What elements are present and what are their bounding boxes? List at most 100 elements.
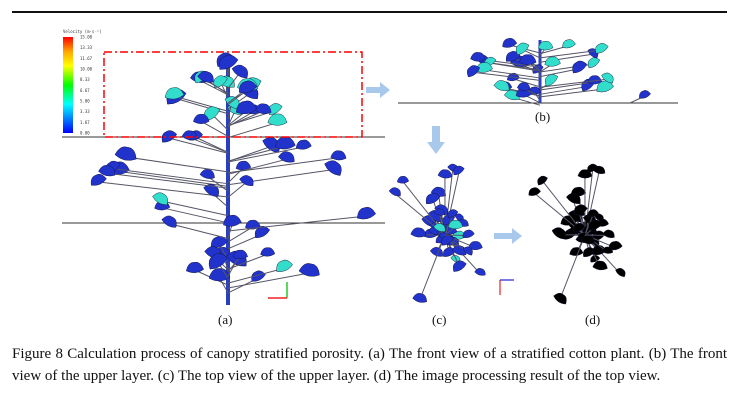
leaf — [566, 192, 581, 204]
leaf — [572, 60, 588, 74]
leaf — [260, 247, 276, 257]
leaf — [232, 249, 248, 260]
leaf — [388, 187, 401, 197]
leaf — [267, 113, 288, 126]
panel-c-top-view — [388, 163, 514, 303]
leaf — [602, 229, 615, 238]
leaf — [152, 192, 168, 206]
leaf — [470, 52, 486, 62]
leaf — [251, 270, 266, 282]
axis-triad-icon — [268, 282, 288, 299]
leaf — [468, 241, 483, 251]
leaf — [298, 263, 320, 277]
panel-d-binary-image — [528, 163, 626, 305]
leaf — [164, 87, 185, 100]
leaf — [235, 100, 258, 115]
panel-a-plant: Velocity (m·s⁻¹) 15.00 13.33 11.67 10.00 8.3… — [62, 29, 385, 305]
leaf — [213, 75, 228, 89]
leaf — [601, 246, 614, 254]
leaf — [186, 261, 204, 273]
leaf — [203, 183, 219, 197]
arrow-right-icon — [366, 82, 390, 98]
arrow-down-icon — [427, 126, 445, 154]
leaf — [476, 62, 493, 73]
panel-b-upper-layer — [398, 37, 678, 106]
leaf — [592, 260, 608, 271]
legend-tick: 11.67 — [80, 56, 93, 61]
legend-tick: 8.33 — [80, 77, 90, 82]
leaf — [587, 75, 603, 85]
panel-label-d: (d) — [585, 312, 601, 327]
leaf — [562, 39, 576, 49]
leaf — [224, 96, 240, 110]
leaf — [544, 56, 561, 67]
legend-title: Velocity (m·s⁻¹) — [63, 29, 102, 34]
legend-tick: 3.33 — [80, 109, 90, 114]
leaf — [231, 64, 248, 79]
leaf — [295, 139, 312, 150]
leaf — [278, 151, 295, 163]
leaf — [493, 80, 510, 92]
leaf — [515, 42, 530, 56]
leaf — [204, 106, 221, 121]
arrow-right-icon — [494, 228, 522, 244]
figure-caption: Figure 8 Calculation process of canopy s… — [12, 346, 727, 384]
legend-tick: 15.00 — [80, 35, 93, 40]
panel-label-c: (c) — [432, 312, 447, 327]
leaf — [553, 292, 567, 305]
legend-tick: 0.00 — [80, 131, 90, 136]
leaf — [161, 215, 177, 228]
leaf — [199, 169, 215, 179]
leaf — [274, 136, 296, 150]
leaf — [502, 37, 518, 48]
leaf — [437, 169, 453, 179]
leaf — [505, 51, 521, 62]
leaf — [447, 219, 463, 230]
leaf — [608, 241, 623, 251]
leaf — [357, 206, 376, 220]
leaf — [574, 208, 585, 216]
upper-layer-frame — [103, 51, 363, 138]
leaf — [528, 187, 541, 196]
leaf — [569, 247, 584, 256]
leaf — [425, 192, 441, 205]
legend-tick: 13.33 — [80, 45, 93, 50]
leaf — [639, 90, 651, 99]
leaf — [551, 227, 566, 240]
header-rule — [12, 11, 727, 13]
panel-label-b: (b) — [535, 109, 551, 124]
legend-tick: 6.67 — [80, 88, 90, 93]
leaf — [519, 54, 537, 65]
leaf — [590, 255, 601, 263]
leaf — [396, 176, 410, 184]
legend-tick: 10.00 — [80, 67, 93, 72]
leaf — [90, 174, 107, 186]
leaf — [254, 225, 270, 238]
leaf — [592, 165, 606, 174]
leaf — [410, 227, 427, 238]
leaf — [161, 130, 178, 143]
leaf — [573, 223, 586, 233]
leaf — [330, 150, 347, 161]
leaf — [245, 219, 261, 230]
leaf — [208, 253, 228, 270]
leaf — [587, 209, 599, 217]
legend-tick: 1.67 — [80, 120, 90, 125]
leaf — [577, 169, 593, 179]
leaf — [219, 54, 239, 70]
legend-tick: 5.00 — [80, 99, 90, 104]
velocity-colorbar — [63, 37, 73, 133]
leaf — [467, 65, 480, 78]
leaf — [208, 268, 231, 282]
leaf — [197, 70, 214, 83]
leaf — [238, 80, 258, 94]
leaf — [254, 103, 272, 114]
leaf — [239, 175, 254, 186]
leaf — [615, 268, 626, 278]
leaf — [581, 235, 595, 245]
leaf — [447, 209, 459, 218]
panel-label-a: (a) — [218, 312, 233, 327]
leaf — [433, 223, 446, 232]
